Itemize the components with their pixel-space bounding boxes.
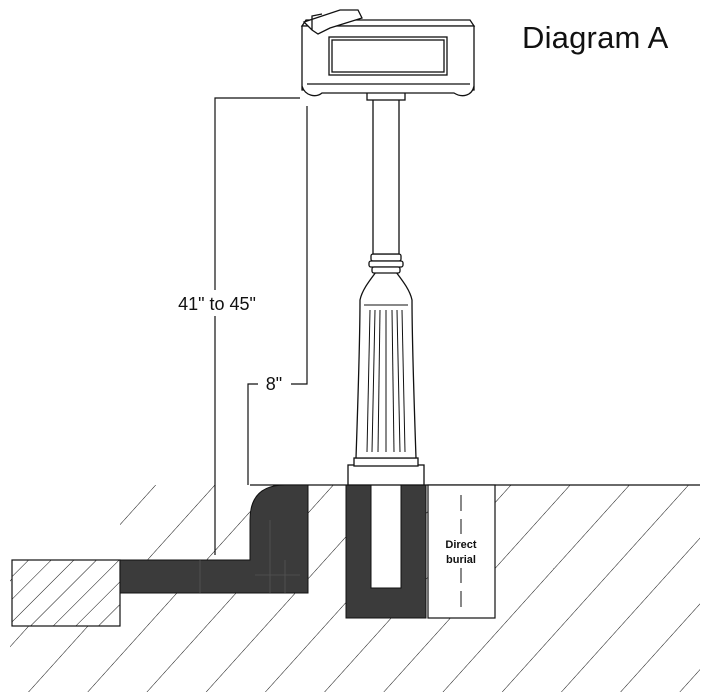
diagram-title: Diagram A — [522, 20, 669, 55]
curb-texture — [199, 520, 300, 593]
road-block — [11, 559, 121, 627]
direct-burial-label-line1: Direct — [445, 539, 477, 551]
concrete-curb — [119, 484, 309, 594]
mailbox-flag — [302, 9, 363, 35]
mailbox — [300, 9, 476, 97]
height-dimension-label: 41" to 45" — [178, 294, 256, 314]
direct-burial-label-line2: burial — [446, 554, 476, 566]
height-dimension — [214, 97, 300, 555]
post-in-ground — [370, 484, 402, 589]
mailbox-post — [347, 91, 425, 486]
offset-dimension-label: 8" — [266, 374, 282, 394]
offset-dimension — [247, 106, 308, 485]
